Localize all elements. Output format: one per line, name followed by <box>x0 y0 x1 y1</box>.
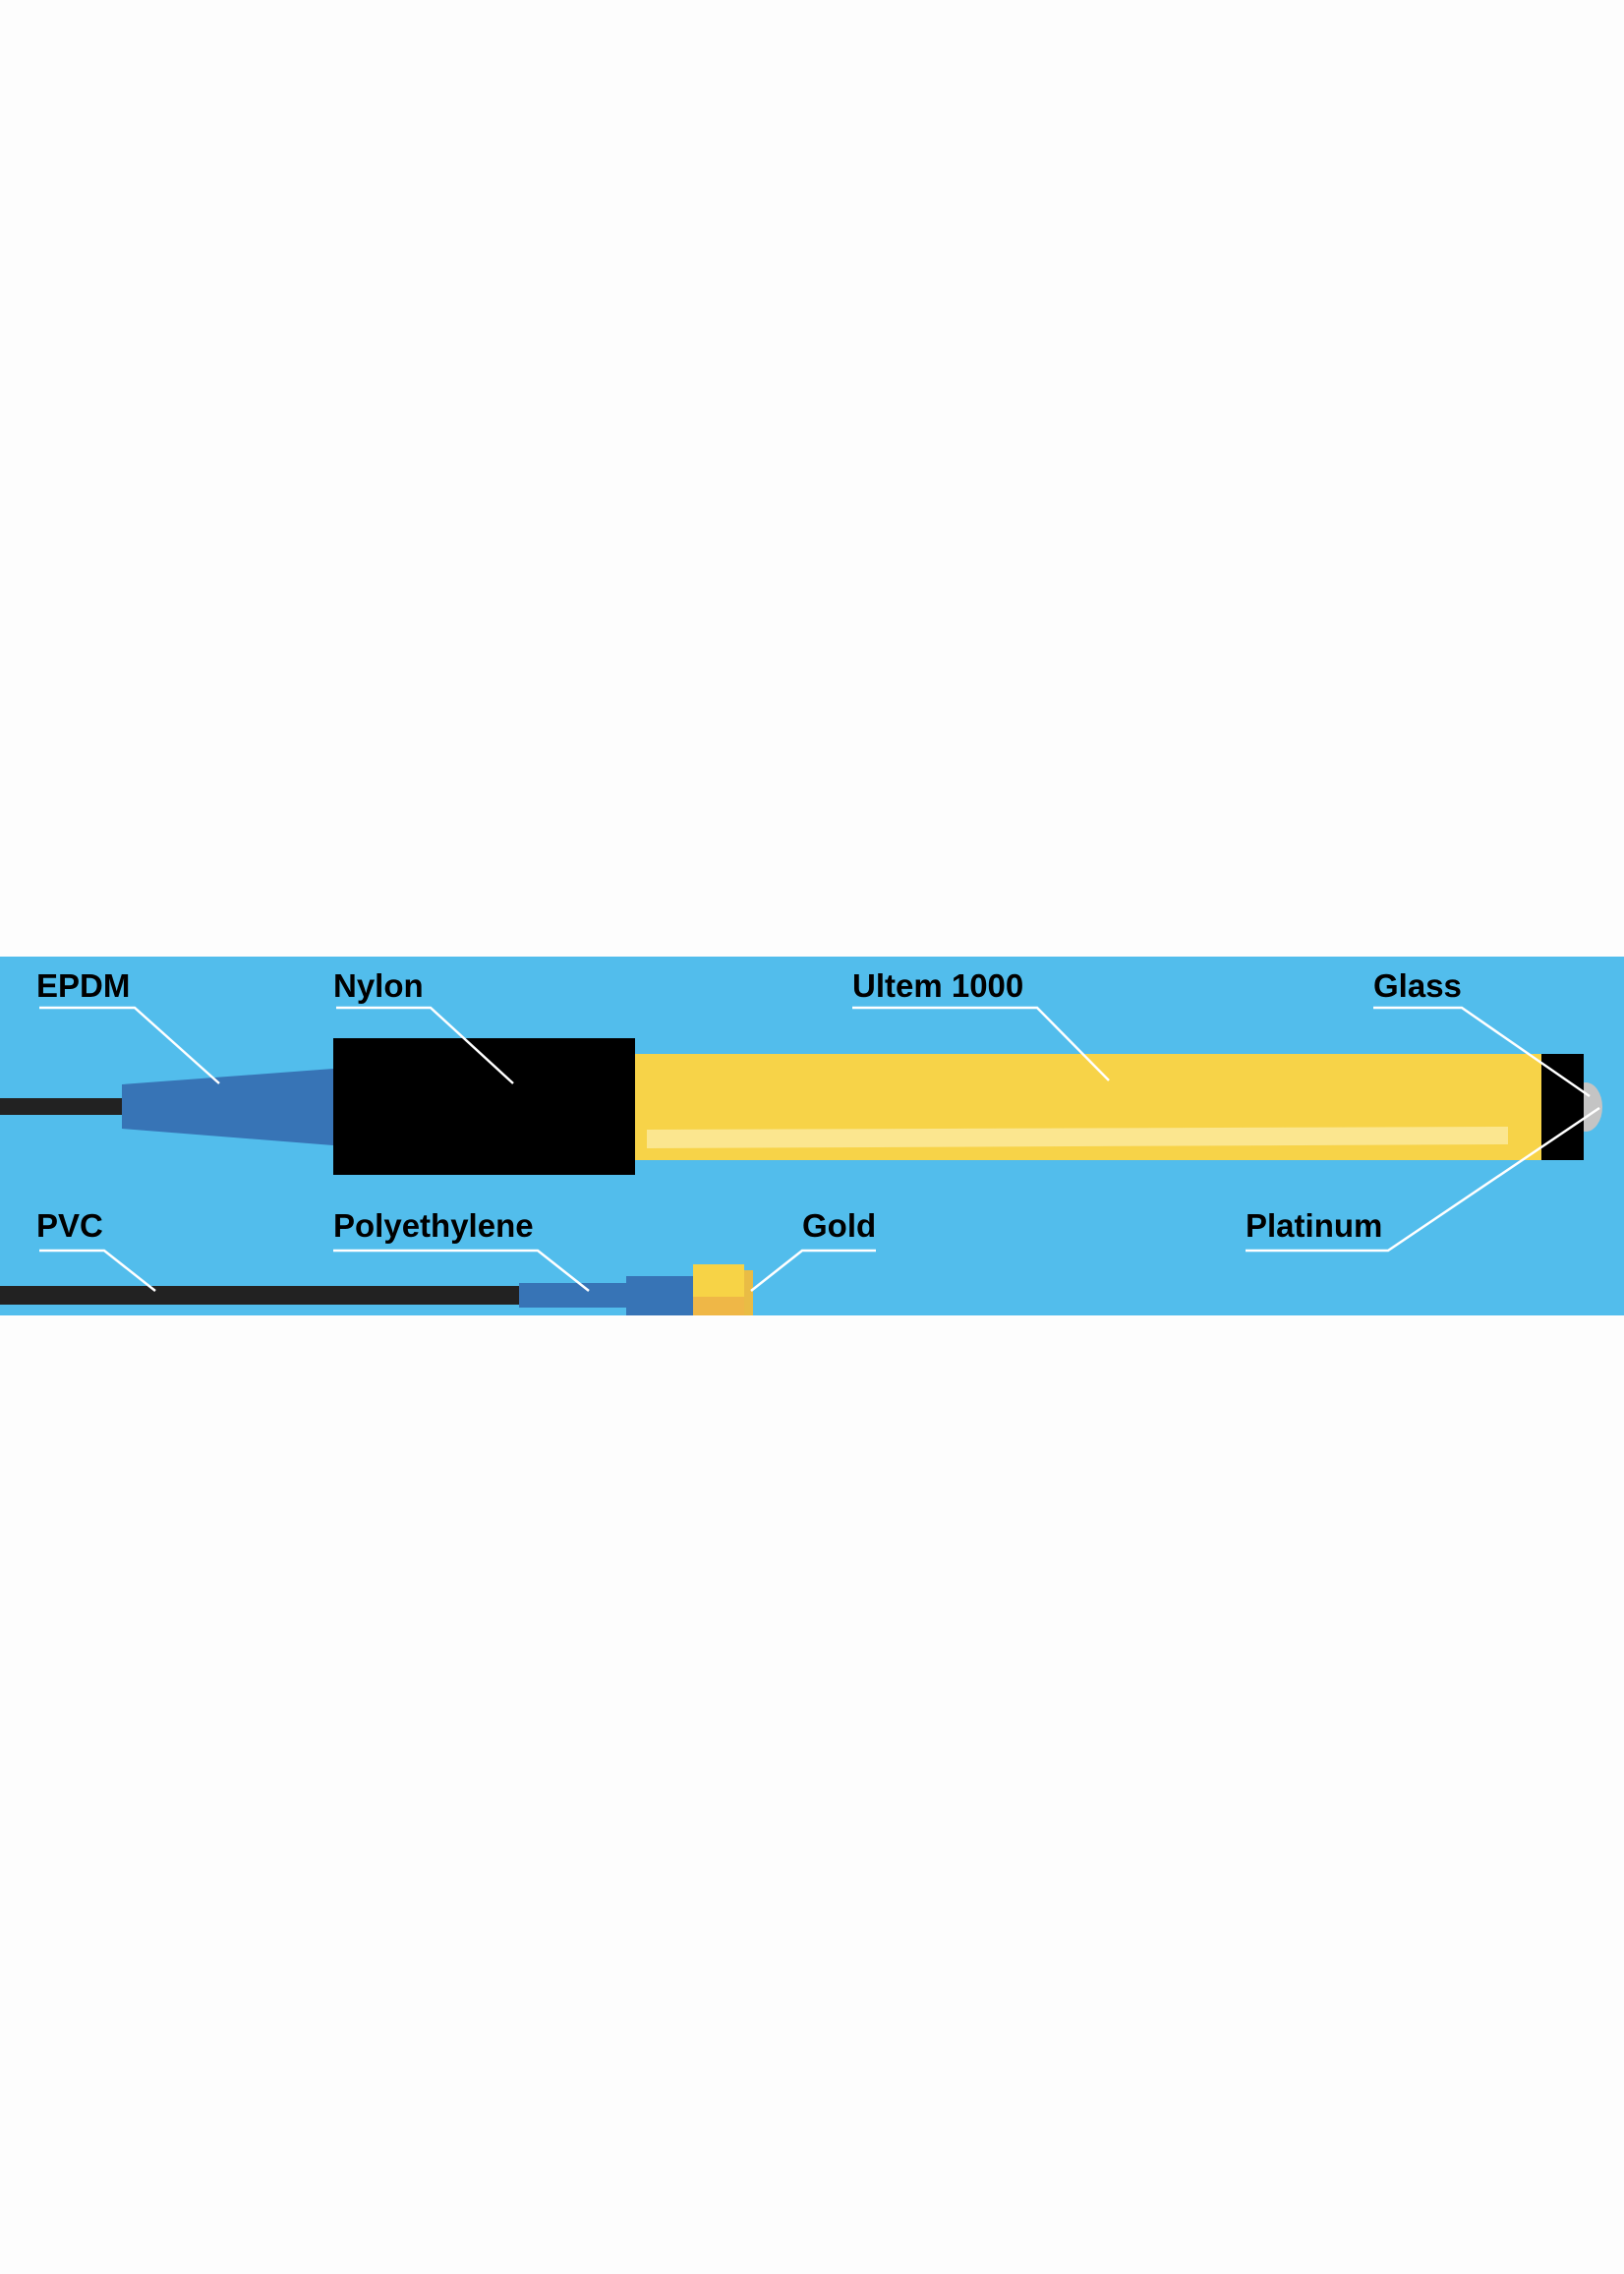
body-highlight <box>647 1127 1508 1148</box>
ultem-leader-line <box>852 1006 1110 1081</box>
pvc-leader-line <box>39 1249 156 1292</box>
label-ultem: Ultem 1000 <box>852 967 1023 1004</box>
label-platinum: Platinum <box>1246 1207 1382 1244</box>
nylon-leader-line <box>336 1006 514 1084</box>
bottom-cable <box>0 1286 519 1305</box>
label-epdm: EPDM <box>36 967 130 1004</box>
polyethylene-thin <box>519 1283 626 1308</box>
glass-leader-line <box>1373 1006 1591 1098</box>
epdm-leader-line <box>39 1006 220 1084</box>
label-gold: Gold <box>802 1207 876 1244</box>
polyethylene-thick <box>626 1276 693 1315</box>
label-polyethylene: Polyethylene <box>333 1207 534 1244</box>
gold-leader-line <box>750 1249 876 1292</box>
polyethylene-leader-line <box>333 1249 590 1292</box>
epdm-strain-relief <box>122 1069 333 1145</box>
nylon-cap <box>333 1038 635 1175</box>
label-nylon: Nylon <box>333 967 424 1004</box>
label-glass: Glass <box>1373 967 1462 1004</box>
top-cable <box>0 1098 122 1115</box>
gold-pin-bottom <box>693 1297 744 1315</box>
gold-pin-side <box>744 1270 753 1315</box>
label-pvc: PVC <box>36 1207 103 1244</box>
gold-pin-top <box>693 1264 744 1297</box>
platinum-leader-line <box>1246 1106 1600 1253</box>
